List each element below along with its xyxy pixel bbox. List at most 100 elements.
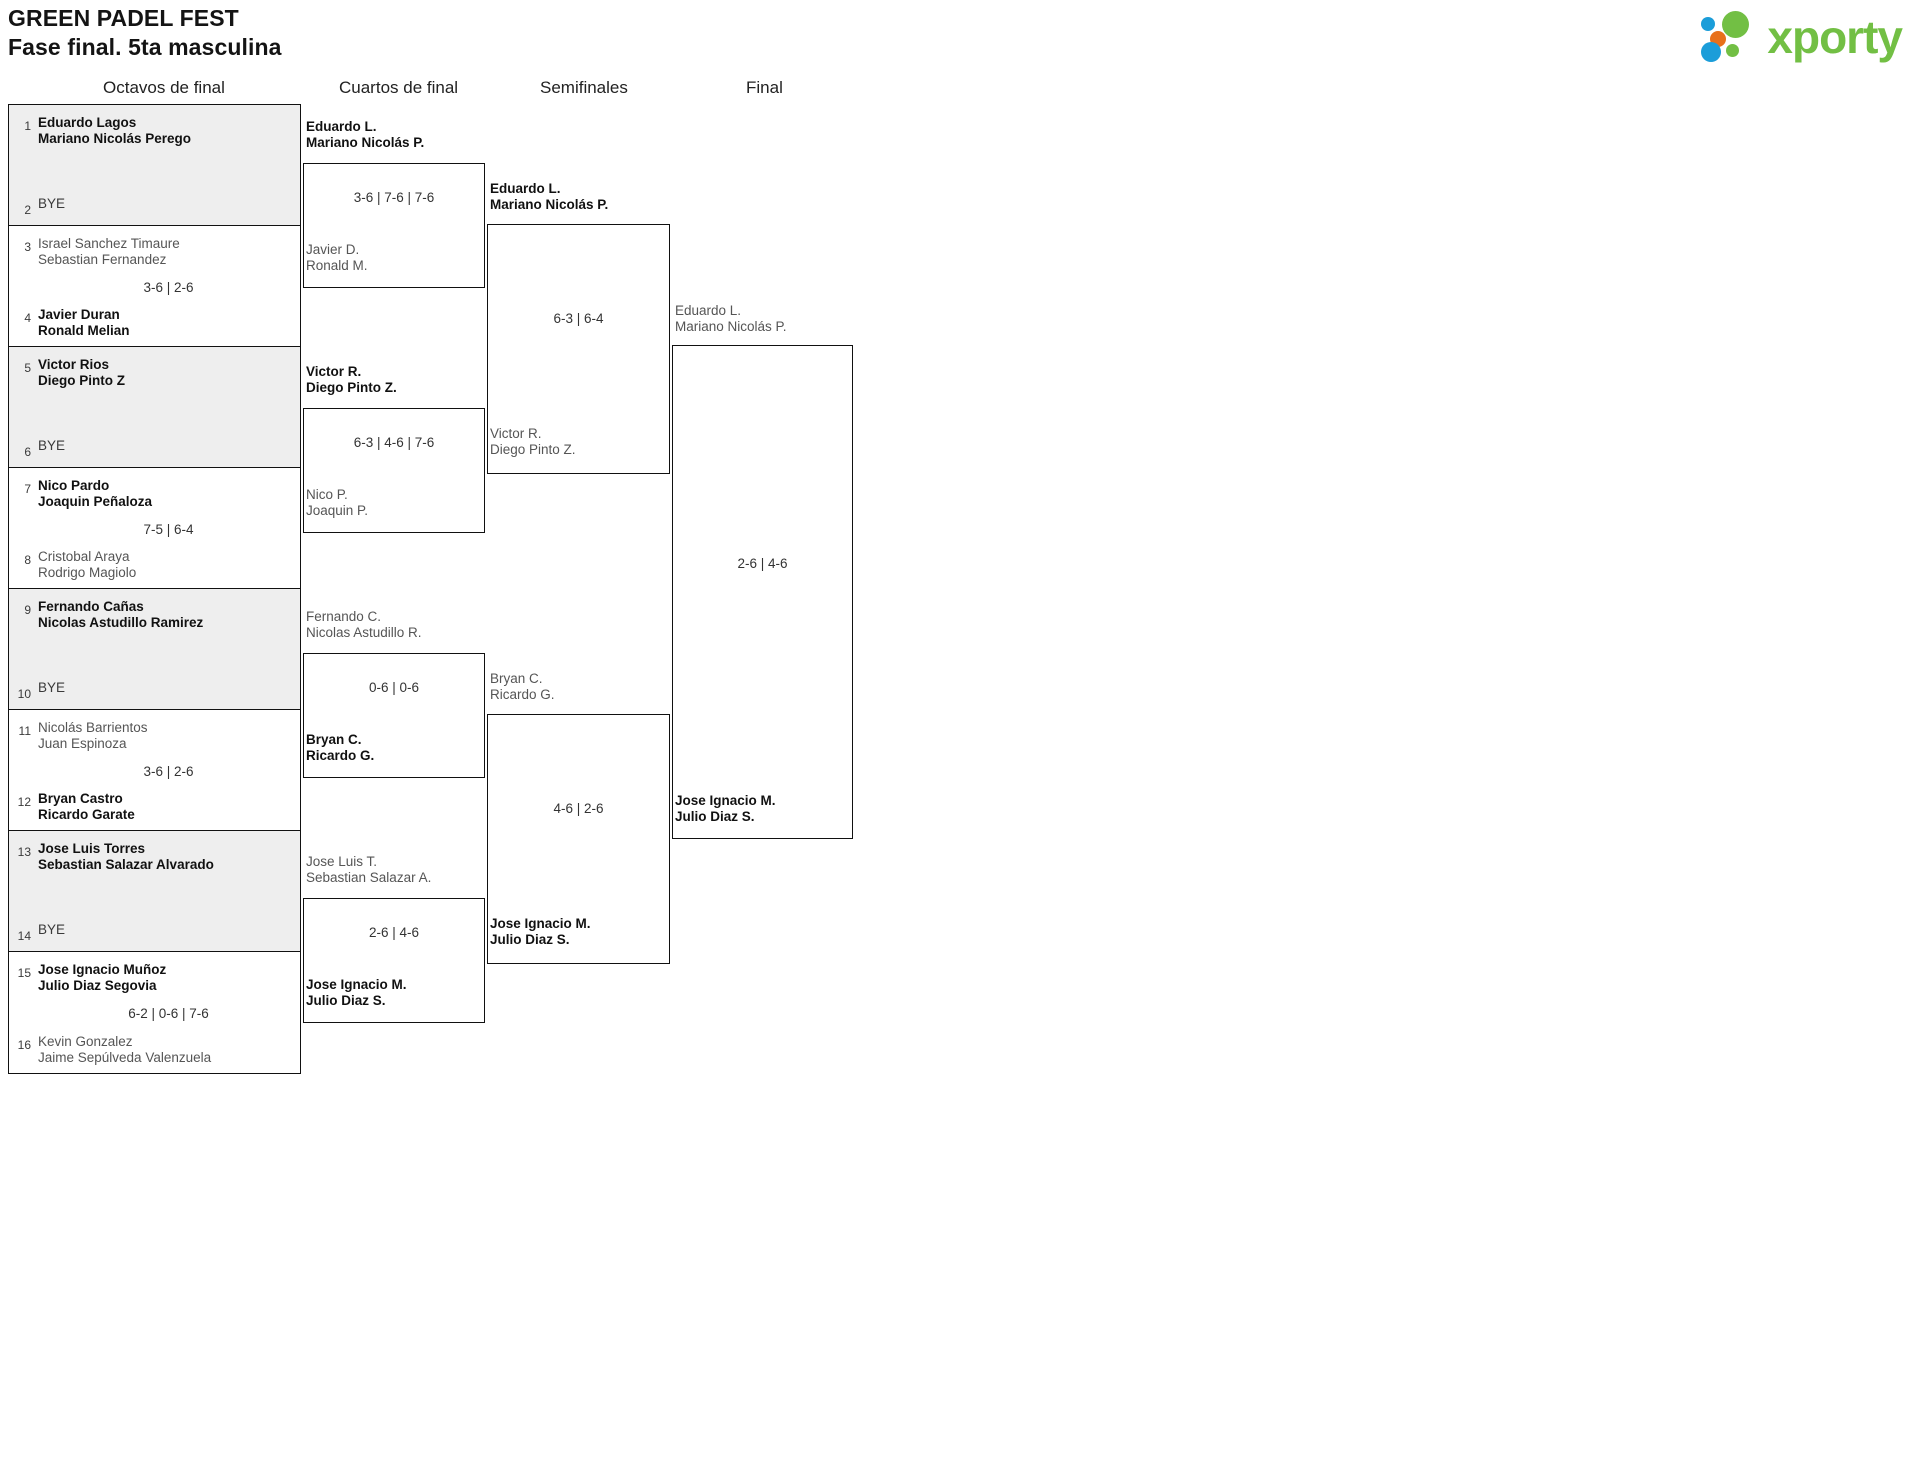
seed-number: 13: [17, 845, 31, 859]
round2-score: 6-3 | 4-6 | 7-6: [353, 435, 435, 450]
round-header-octavos: Octavos de final: [103, 78, 225, 97]
bye-label: BYE: [38, 922, 66, 937]
player-2: Joaquin Peñaloza: [38, 493, 153, 509]
round2-advancing-bottom[interactable]: Bryan C. Ricardo G.: [306, 732, 374, 763]
player-2: Sebastian Salazar Alvarado: [38, 856, 214, 872]
player-2: Diego Pinto Z.: [306, 379, 397, 395]
round1-slot-top[interactable]: 13 Jose Luis Torres Sebastian Salazar Al…: [9, 837, 300, 872]
player-2: Julio Diaz Segovia: [38, 977, 157, 993]
player-2: Jaime Sepúlveda Valenzuela: [38, 1049, 212, 1065]
round3-advancing-bottom[interactable]: Jose Ignacio M. Julio Diaz S.: [490, 916, 591, 947]
round1-match[interactable]: 3 Israel Sanchez Timaure Sebastian Ferna…: [9, 226, 300, 347]
round2-advancing-bottom[interactable]: Jose Ignacio M. Julio Diaz S.: [306, 977, 407, 1008]
player-1: Jose Ignacio Muñoz: [38, 962, 167, 977]
round2-advancing-top[interactable]: Victor R. Diego Pinto Z.: [306, 364, 397, 395]
round1-slot-bottom[interactable]: 10 BYE: [9, 679, 300, 701]
player-2: Diego Pinto Z: [38, 372, 125, 388]
round3-connector-box[interactable]: 4-6 | 2-6: [487, 714, 670, 964]
round2-score: 2-6 | 4-6: [368, 925, 420, 940]
player-2: Ronald M.: [306, 257, 368, 273]
player-names: Fernando Cañas Nicolas Astudillo Ramirez: [31, 595, 203, 630]
round1-slot-bottom[interactable]: 16 Kevin Gonzalez Jaime Sepúlveda Valenz…: [9, 1030, 300, 1065]
round3-advancing-top[interactable]: Bryan C. Ricardo G.: [490, 671, 555, 702]
round1-score: 3-6 | 2-6: [143, 280, 194, 295]
round2-advancing-top[interactable]: Eduardo L. Mariano Nicolás P.: [306, 119, 424, 150]
round1-slot-bottom[interactable]: 6 BYE: [9, 437, 300, 459]
round1-slot-top[interactable]: 11 Nicolás Barrientos Juan Espinoza: [9, 716, 300, 751]
round1-match[interactable]: 7 Nico Pardo Joaquin Peñaloza 7-5 | 6-4 …: [9, 468, 300, 589]
player-1: Victor Rios: [38, 357, 110, 372]
seed-number: 8: [24, 553, 31, 567]
round1-slot-bottom[interactable]: 14 BYE: [9, 921, 300, 943]
round2-connector-box[interactable]: 6-3 | 4-6 | 7-6: [303, 408, 485, 533]
final-score: 2-6 | 4-6: [737, 556, 788, 571]
player-1: Nico Pardo: [38, 478, 110, 493]
player-1: Victor R.: [490, 426, 542, 441]
player-1: Javier Duran: [38, 307, 120, 322]
round1-score: 3-6 | 2-6: [143, 764, 194, 779]
round3-score: 6-3 | 6-4: [553, 311, 604, 326]
player-1: Fernando C.: [306, 609, 382, 624]
round1-slot-top[interactable]: 7 Nico Pardo Joaquin Peñaloza: [9, 474, 300, 509]
player-2: Juan Espinoza: [38, 735, 127, 751]
player-1: Jose Ignacio M.: [675, 793, 776, 808]
player-2: Mariano Nicolás P.: [490, 196, 609, 212]
player-2: Ricardo G.: [490, 686, 555, 702]
round1-match[interactable]: 1 Eduardo Lagos Mariano Nicolás Perego 2…: [9, 105, 300, 226]
round1-slot-top[interactable]: 9 Fernando Cañas Nicolas Astudillo Ramir…: [9, 595, 300, 630]
round2-connector-box[interactable]: 0-6 | 0-6: [303, 653, 485, 778]
champion-label[interactable]: Jose Ignacio M. Julio Diaz S.: [675, 793, 776, 824]
round2-advancing-top[interactable]: Fernando C. Nicolas Astudillo R.: [306, 609, 422, 640]
player-2: Julio Diaz S.: [306, 992, 386, 1008]
player-names: Jose Ignacio Muñoz Julio Diaz Segovia: [31, 958, 166, 993]
player-2: Mariano Nicolás P.: [675, 318, 787, 334]
round1-match[interactable]: 5 Victor Rios Diego Pinto Z 6 BYE: [9, 347, 300, 468]
round2-connector-box[interactable]: 2-6 | 4-6: [303, 898, 485, 1023]
round1-slot-top[interactable]: 3 Israel Sanchez Timaure Sebastian Ferna…: [9, 232, 300, 267]
seed-number: 9: [24, 603, 31, 617]
round1-slot-top[interactable]: 1 Eduardo Lagos Mariano Nicolás Perego: [9, 111, 300, 146]
round1-match[interactable]: 11 Nicolás Barrientos Juan Espinoza 3-6 …: [9, 710, 300, 831]
player-1: Nico P.: [306, 487, 348, 502]
player-2: Mariano Nicolás Perego: [38, 130, 192, 146]
player-names: Bryan Castro Ricardo Garate: [31, 787, 135, 822]
round2-score: 3-6 | 7-6 | 7-6: [353, 190, 435, 205]
player-2: Julio Diaz S.: [490, 931, 570, 947]
round1-slot-bottom[interactable]: 2 BYE: [9, 195, 300, 217]
bye-label: BYE: [38, 196, 66, 211]
final-advancing-top[interactable]: Eduardo L. Mariano Nicolás P.: [675, 303, 787, 334]
round1-slot-bottom[interactable]: 12 Bryan Castro Ricardo Garate: [9, 787, 300, 822]
player-1: Fernando Cañas: [38, 599, 144, 614]
seed-number: 10: [17, 687, 31, 701]
round1-match[interactable]: 9 Fernando Cañas Nicolas Astudillo Ramir…: [9, 589, 300, 710]
player-1: Jose Ignacio M.: [306, 977, 407, 992]
round3-advancing-top[interactable]: Eduardo L. Mariano Nicolás P.: [490, 181, 608, 212]
round1-slot-top[interactable]: 5 Victor Rios Diego Pinto Z: [9, 353, 300, 388]
round1-match[interactable]: 15 Jose Ignacio Muñoz Julio Diaz Segovia…: [9, 952, 300, 1073]
round1-score: 7-5 | 6-4: [143, 522, 194, 537]
round2-advancing-bottom[interactable]: Nico P. Joaquin P.: [306, 487, 368, 518]
round2-advancing-bottom[interactable]: Javier D. Ronald M.: [306, 242, 368, 273]
final-connector-box[interactable]: 2-6 | 4-6: [672, 345, 853, 839]
seed-number: 11: [18, 724, 31, 738]
round2-connector-box[interactable]: 3-6 | 7-6 | 7-6: [303, 163, 485, 288]
player-1: Victor R.: [306, 364, 362, 379]
seed-number: 15: [17, 966, 31, 980]
round2-advancing-top[interactable]: Jose Luis T. Sebastian Salazar A.: [306, 854, 431, 885]
player-1: Israel Sanchez Timaure: [38, 236, 180, 251]
round1-match[interactable]: 13 Jose Luis Torres Sebastian Salazar Al…: [9, 831, 300, 952]
round1-slot-bottom[interactable]: 4 Javier Duran Ronald Melian: [9, 303, 300, 338]
round1-slot-bottom[interactable]: 8 Cristobal Araya Rodrigo Magiolo: [9, 545, 300, 580]
tournament-phase: Fase final. 5ta masculina: [8, 34, 282, 60]
seed-number: 14: [17, 929, 31, 943]
seed-number: 12: [17, 795, 31, 809]
bye-label: BYE: [38, 680, 66, 695]
player-names: Jose Luis Torres Sebastian Salazar Alvar…: [31, 837, 214, 872]
player-1: Jose Ignacio M.: [490, 916, 591, 931]
round1-score: 6-2 | 0-6 | 7-6: [128, 1006, 209, 1021]
round3-connector-box[interactable]: 6-3 | 6-4: [487, 224, 670, 474]
xporty-logo: xporty: [1701, 8, 1903, 66]
player-1: Jose Luis Torres: [38, 841, 146, 856]
round1-slot-top[interactable]: 15 Jose Ignacio Muñoz Julio Diaz Segovia: [9, 958, 300, 993]
round3-advancing-bottom[interactable]: Victor R. Diego Pinto Z.: [490, 426, 576, 457]
